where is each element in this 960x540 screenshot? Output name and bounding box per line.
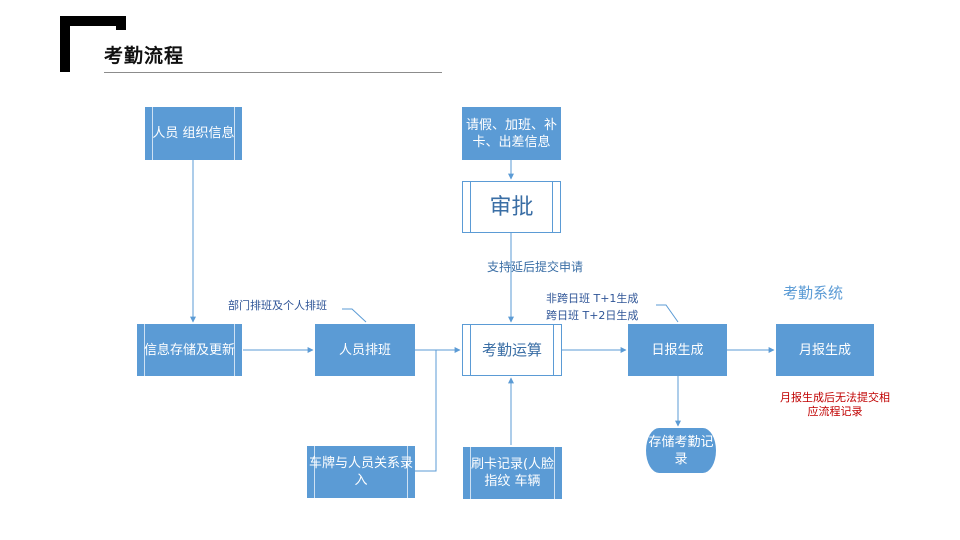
node-personnel-info[interactable]: 人员 组织信息	[145, 107, 242, 160]
label-cross-day: 跨日班 T+2日生成	[546, 309, 639, 322]
edge-plate-to-calc	[415, 350, 437, 472]
node-approval[interactable]: 审批	[462, 181, 561, 233]
corner-bracket-icon	[60, 16, 126, 72]
node-store-attendance[interactable]: 存储考勤记录	[646, 428, 716, 473]
callout-dept-schedule	[342, 308, 367, 323]
title-divider	[104, 72, 442, 73]
node-info-storage[interactable]: 信息存储及更新	[137, 324, 242, 376]
node-card-record[interactable]: 刷卡记录(人脸 指纹 车辆	[463, 447, 562, 499]
node-staff-scheduling[interactable]: 人员排班	[315, 324, 415, 376]
node-attendance-calc[interactable]: 考勤运算	[462, 324, 562, 376]
label-monthly-note: 月报生成后无法提交相应流程记录	[780, 391, 890, 418]
label-attendance-system: 考勤系统	[783, 284, 844, 302]
label-delayed-submit: 支持延后提交申请	[487, 260, 584, 274]
node-leave-info[interactable]: 请假、加班、补卡、出差信息	[462, 107, 561, 160]
callout-cross-day	[656, 304, 679, 323]
page-title: 考勤流程	[104, 45, 185, 67]
node-monthly-report[interactable]: 月报生成	[776, 324, 874, 376]
label-non-cross-day: 非跨日班 T+1生成	[546, 292, 639, 305]
node-daily-report[interactable]: 日报生成	[628, 324, 727, 376]
node-plate-entry[interactable]: 车牌与人员关系录入	[307, 446, 415, 498]
label-dept-schedule: 部门排班及个人排班	[228, 299, 327, 312]
